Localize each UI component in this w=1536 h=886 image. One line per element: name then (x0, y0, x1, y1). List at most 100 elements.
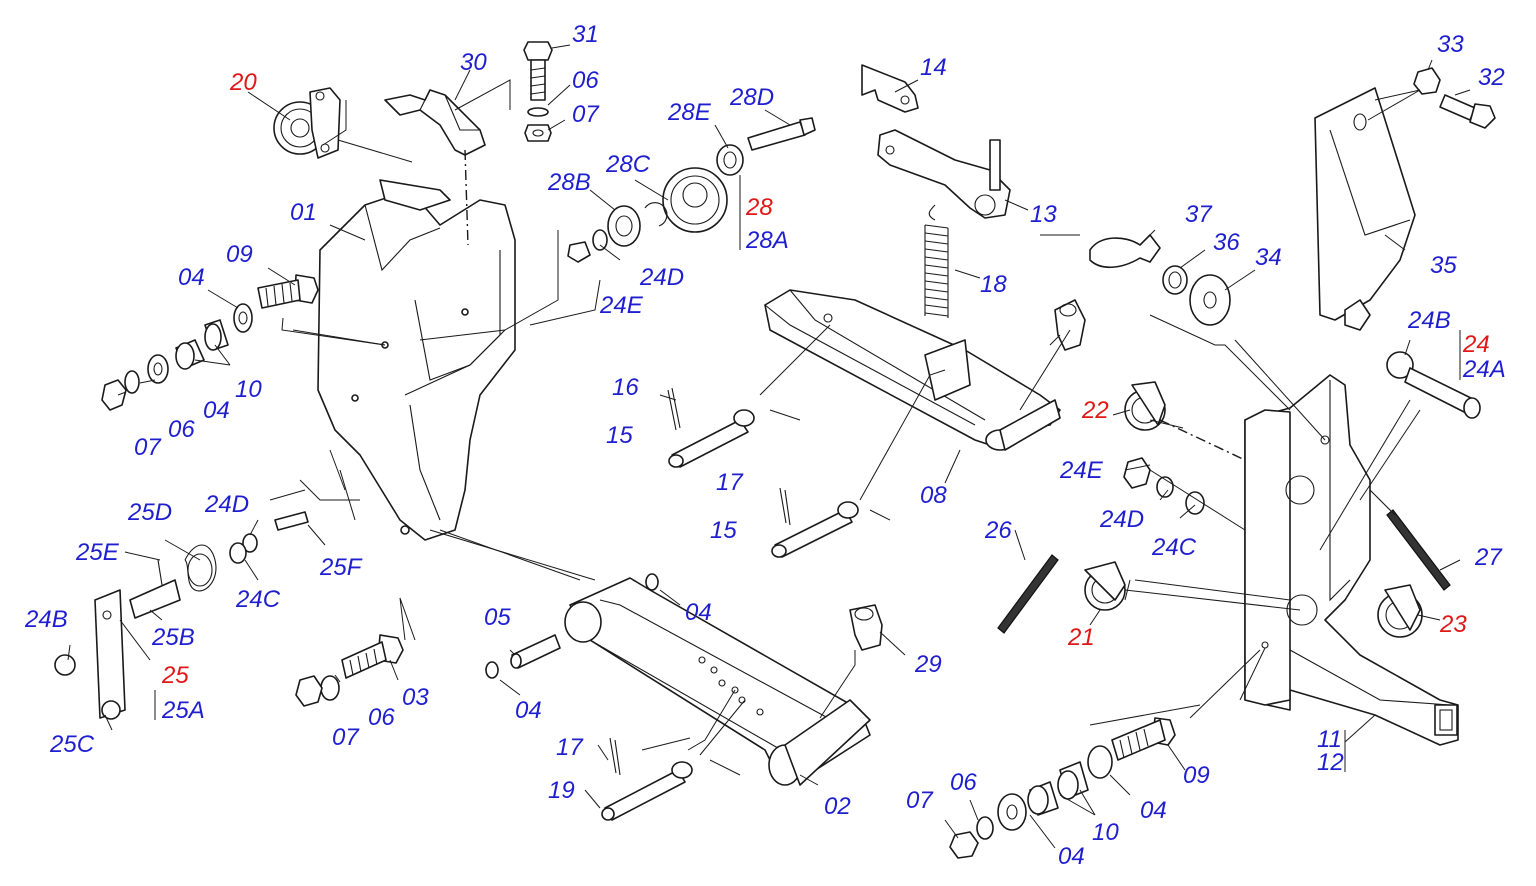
sprocket-23 (1377, 584, 1423, 638)
callout-04: 04 (1140, 797, 1167, 824)
callout-28A: 28A (745, 227, 789, 254)
callout-11: 11 (1317, 726, 1342, 753)
callout-06: 06 (368, 704, 395, 731)
callout-04: 04 (203, 397, 230, 424)
callout-24B: 24B (1407, 307, 1451, 334)
callout-06: 06 (950, 769, 977, 796)
callout-09: 09 (1183, 762, 1210, 789)
callout-26: 26 (984, 517, 1012, 544)
callout-29: 29 (914, 651, 942, 678)
callout-24C: 24C (235, 586, 281, 613)
sprocket-21 (1084, 561, 1126, 611)
callout-28: 28 (745, 194, 773, 221)
hardware-left-upper (101, 274, 319, 411)
callout-24D: 24D (204, 491, 249, 518)
sprocket-28-group (567, 117, 816, 263)
callout-20: 20 (229, 69, 257, 96)
sprocket-24-shaft (1386, 351, 1481, 419)
callout-04: 04 (178, 264, 205, 291)
callout-19: 19 (548, 777, 575, 804)
callout-12: 12 (1317, 749, 1344, 776)
arm-13 (877, 129, 1011, 219)
callout-25F: 25F (319, 554, 363, 581)
callout-22: 22 (1081, 397, 1109, 424)
callout-25B: 25B (151, 624, 195, 651)
pin-19-17 (601, 737, 693, 821)
chain-26 (997, 554, 1059, 634)
callout-24E: 24E (599, 292, 644, 319)
callout-15: 15 (710, 517, 737, 544)
callout-24C: 24C (1151, 534, 1197, 561)
bracket-30 (384, 89, 486, 156)
callout-24B: 24B (24, 606, 68, 633)
callout-08: 08 (920, 482, 947, 509)
leader-lines (67, 44, 1471, 849)
hardware-lower-right (949, 717, 1176, 859)
grease-fitting-upper (1054, 299, 1086, 351)
callout-18: 18 (980, 271, 1007, 298)
hardware-right-middle (1123, 419, 1246, 531)
chain-27 (1386, 509, 1451, 591)
callout-31: 31 (572, 21, 599, 48)
callout-23: 23 (1439, 611, 1467, 638)
callout-17: 17 (556, 734, 584, 761)
callout-25D: 25D (127, 499, 172, 526)
callout-06: 06 (168, 416, 195, 443)
callout-28C: 28C (605, 151, 651, 178)
callout-07: 07 (332, 724, 360, 751)
callout-24D: 24D (639, 264, 684, 291)
callout-06: 06 (572, 67, 599, 94)
grease-fitting-29 (849, 604, 883, 651)
spring-18 (924, 204, 949, 318)
callout-04: 04 (685, 599, 712, 626)
cover-plate-35 (1314, 87, 1416, 331)
callout-04: 04 (515, 697, 542, 724)
callout-28E: 28E (667, 99, 712, 126)
assembly-25 (54, 511, 309, 720)
bolt-32-nut-33 (1413, 67, 1496, 129)
callout-37: 37 (1185, 201, 1213, 228)
callout-10: 10 (235, 376, 262, 403)
bolt-31-stack (464, 41, 553, 246)
sprocket-22 (1124, 381, 1166, 431)
callout-30: 30 (460, 49, 487, 76)
callout-04: 04 (1058, 843, 1085, 870)
callout-34: 34 (1255, 244, 1282, 271)
callout-24D: 24D (1099, 506, 1144, 533)
callout-28B: 28B (547, 169, 591, 196)
callout-05: 05 (484, 604, 511, 631)
callout-35: 35 (1430, 252, 1457, 279)
callout-25A: 25A (161, 697, 205, 724)
callout-09: 09 (226, 241, 253, 268)
bracket-01 (317, 179, 516, 541)
pins-15-17-lower (771, 487, 859, 558)
callout-25E: 25E (75, 539, 120, 566)
callout-25: 25 (161, 662, 189, 689)
callout-25C: 25C (49, 731, 95, 758)
callout-32: 32 (1478, 64, 1505, 91)
callout-13: 13 (1030, 201, 1057, 228)
hardware-lower-left (295, 634, 404, 707)
callout-10: 10 (1092, 819, 1119, 846)
sprocket-20 (273, 87, 341, 159)
plate-14 (861, 64, 919, 113)
callout-07: 07 (906, 787, 934, 814)
callout-36: 36 (1213, 229, 1240, 256)
callout-03: 03 (402, 684, 429, 711)
hardware-right-top (1089, 234, 1231, 326)
frame-02 (564, 577, 871, 786)
frame-08 (764, 289, 1061, 451)
callout-02: 02 (824, 793, 851, 820)
callout-27: 27 (1474, 544, 1503, 571)
pin-05 (485, 573, 659, 679)
callout-24E: 24E (1059, 457, 1104, 484)
callout-33: 33 (1437, 31, 1464, 58)
callout-07: 07 (572, 101, 600, 128)
callout-21: 21 (1067, 624, 1095, 651)
main-frame-11 (1244, 374, 1459, 746)
callout-16: 16 (612, 374, 639, 401)
callout-01: 01 (290, 199, 317, 226)
callout-24A: 24A (1462, 356, 1506, 383)
